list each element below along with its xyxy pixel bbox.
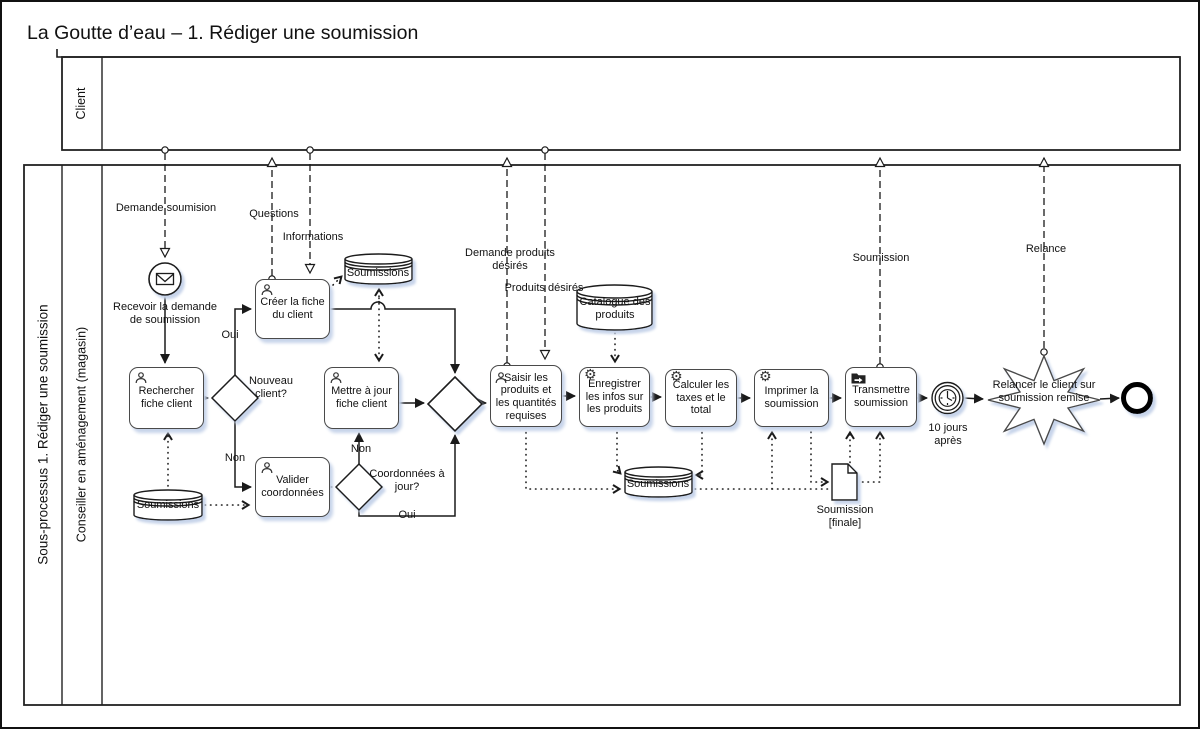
task-label: Créer la fiche du client — [260, 296, 325, 321]
msg-label-informations: Informations — [282, 231, 344, 243]
msg-label-questions: Questions — [249, 208, 299, 220]
task-transmettre-soumission[interactable]: Transmettre soumission — [845, 367, 917, 427]
assoc-enregistrer-to-store — [612, 426, 622, 475]
msg-label-demande-soumision: Demande soumision — [115, 202, 217, 214]
gear-icon: ⚙ — [584, 367, 597, 383]
process-pool-border — [23, 164, 1181, 706]
gear-icon: ⚙ — [759, 369, 772, 385]
task-mettre-a-jour-fiche-client[interactable]: Mettre à jour fiche client — [324, 367, 399, 429]
datastore-catalogue-produits[interactable] — [576, 284, 653, 331]
star-relancer-client[interactable] — [987, 354, 1101, 446]
message-flows — [159, 153, 1050, 364]
assoc-creer-to-store — [332, 275, 343, 286]
task-label: Enregistrer les infos sur les produits — [585, 378, 644, 416]
task-enregistrer-infos[interactable]: ⚙ Enregistrer les infos sur les produits — [579, 367, 650, 427]
task-label: Rechercher fiche client — [138, 385, 195, 410]
flow-timer-to-star — [962, 393, 984, 404]
end-event[interactable] — [1121, 382, 1153, 414]
user-icon — [495, 372, 507, 388]
task-label: Imprimer la soumission — [764, 385, 819, 410]
task-rechercher-fiche-client[interactable]: Rechercher fiche client — [129, 367, 204, 429]
gateway2-non-label: Non — [350, 443, 372, 455]
gateway2-question: Coordonnées à jour? — [369, 468, 445, 493]
task-label: Saisir les produits et les quantités req… — [495, 371, 557, 422]
flow-gw2-oui-to-gw3 — [358, 434, 460, 517]
gateway1-question: Nouveau client? — [248, 375, 294, 400]
datastore-label-soumissions-gauche: Soumissions — [136, 499, 200, 511]
start-event-label: Recevoir la demande de soumission — [113, 301, 217, 326]
client-pool-border — [61, 56, 1181, 151]
task-label: Transmettre soumission — [852, 384, 910, 409]
task-label: Valider coordonnées — [261, 474, 324, 499]
task-label: Mettre à jour fiche client — [331, 385, 392, 410]
lane-label-client: Client — [74, 87, 88, 120]
msg-label-soumission: Soumission — [852, 252, 910, 264]
gateway-nouveau-client[interactable] — [210, 373, 260, 423]
assoc-imprimer-to-doc — [810, 431, 830, 487]
pool-label-sous-processus: Sous-processus 1. Rédiger une soumission — [35, 304, 51, 565]
dataobject-soumission-finale[interactable] — [831, 463, 858, 501]
task-creer-fiche-client[interactable]: Créer la fiche du client — [255, 279, 330, 339]
msg-label-demande-produits: Demande produits désirés — [465, 247, 555, 272]
star-activity-label: Relancer le client sur soumission remise — [992, 379, 1096, 404]
gateway-coordonnees-a-jour[interactable] — [334, 462, 384, 512]
user-icon — [135, 372, 147, 388]
assoc-saisir-to-store — [525, 426, 622, 494]
flow-creer-to-gw3 — [330, 301, 460, 374]
flow-star-to-end — [1099, 393, 1120, 404]
task-saisir-produits[interactable]: Saisir les produits et les quantités req… — [490, 365, 562, 427]
task-imprimer-soumission[interactable]: ⚙ Imprimer la soumission — [754, 369, 829, 427]
user-icon — [330, 372, 342, 388]
sequence-flows — [160, 295, 1120, 517]
gateway2-oui-label: Oui — [398, 509, 416, 521]
envelope-icon — [155, 272, 175, 286]
datastore-soumissions-centre[interactable] — [624, 466, 693, 498]
gateway-merge[interactable] — [426, 375, 484, 433]
task-calculer-taxes[interactable]: ⚙ Calculer les taxes et le total — [665, 369, 737, 427]
gear-icon: ⚙ — [670, 369, 683, 385]
start-message-event[interactable] — [148, 262, 182, 296]
datastore-label-soumissions-centre: Soumissions — [626, 478, 690, 490]
task-valider-coordonnees[interactable]: Valider coordonnées — [255, 457, 330, 517]
datastore-label-catalogue: Catalogue des produits — [579, 296, 651, 321]
dataobject-label-soumission-finale: Soumission [finale] — [816, 504, 874, 529]
datastore-soumissions-haut[interactable] — [344, 253, 413, 285]
flow-gw1-oui-to-creer — [234, 304, 252, 375]
title-separator-line — [56, 49, 1180, 58]
assoc-calculer-to-store — [694, 426, 704, 480]
timer-event[interactable] — [931, 381, 964, 415]
user-icon — [261, 284, 273, 300]
assoc-doc-to-transmettre — [856, 430, 885, 483]
send-folder-icon — [851, 372, 866, 388]
flow-gw1-non-to-valider — [234, 421, 252, 492]
lane-label-conseiller: Conseiller en aménagement (magasin) — [74, 326, 89, 543]
msg-label-produits-desires: Produits désirés — [504, 282, 584, 294]
diagram-title: La Goutte d’eau – 1. Rédiger une soumiss… — [27, 22, 419, 44]
user-icon — [261, 462, 273, 478]
gateway1-non-label: Non — [224, 452, 246, 464]
timer-event-label: 10 jours après — [928, 422, 968, 447]
datastore-soumissions-gauche[interactable] — [133, 489, 203, 521]
datastore-label-soumissions-haut: Soumissions — [346, 267, 410, 279]
clock-icon — [938, 389, 957, 407]
msg-label-relance: Relance — [1025, 243, 1067, 255]
gateway1-oui-label: Oui — [221, 329, 239, 341]
task-label: Calculer les taxes et le total — [672, 379, 730, 417]
